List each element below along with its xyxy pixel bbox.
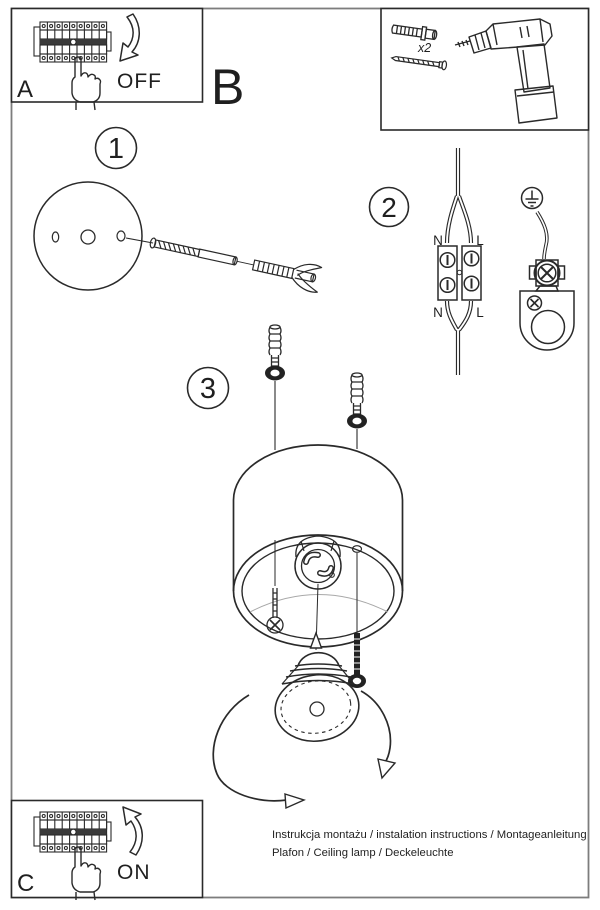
step-3-badge <box>186 366 230 410</box>
ground-terminal-icon <box>528 259 566 292</box>
step-1: 1 <box>33 126 323 293</box>
fixing-screw-right-icon <box>348 553 366 688</box>
alignment-line <box>125 237 154 244</box>
wire-label-l-top: L <box>476 233 484 248</box>
panel-b-tools: x2 <box>380 7 590 131</box>
panel-a-power-off: A OFF <box>10 7 204 111</box>
ground-symbol-icon <box>520 186 544 210</box>
wall-plug-icon <box>391 24 438 41</box>
step-2: 2 N L N L <box>368 148 575 375</box>
step-3-number: 3 <box>200 373 216 405</box>
wire-label-n-top: N <box>433 233 443 248</box>
power-on-label: ON <box>117 861 151 884</box>
wire-label-l-bottom: L <box>476 305 484 320</box>
fixing-screw-left-icon <box>266 540 284 634</box>
footer-line-2: Plafon / Ceiling lamp / Deckeleuchte <box>272 847 453 859</box>
screw-and-plug-icon <box>149 237 323 293</box>
rotate-arrows <box>212 690 397 810</box>
section-b-label: B <box>211 59 244 115</box>
wire-label-n-bottom: N <box>433 305 443 320</box>
curved-arrow-up-icon <box>122 806 143 856</box>
curved-arrow-down-icon <box>119 13 140 62</box>
panel-c-label: C <box>17 870 34 897</box>
screw-guide-lines <box>274 381 358 450</box>
step-3: 3 <box>186 324 404 810</box>
panel-b-box <box>380 7 590 131</box>
step-1-badge <box>94 126 138 170</box>
footer-line-1: Instrukcja montażu / instalation instruc… <box>272 829 587 841</box>
step-1-number: 1 <box>108 133 124 165</box>
arrow-up-icon <box>309 630 323 649</box>
screw-plug-right-icon <box>346 372 368 430</box>
step-2-badge <box>368 186 410 228</box>
gu10-bulb-icon <box>274 651 360 742</box>
ground-connection <box>519 186 575 351</box>
mounting-screw-icon <box>390 55 448 71</box>
mounting-bracket-icon <box>519 290 575 351</box>
quantity-label: x2 <box>417 41 431 55</box>
mains-cable <box>444 148 474 375</box>
ceiling-plate-icon <box>33 181 143 291</box>
page-border <box>10 7 590 899</box>
step-2-number: 2 <box>381 192 397 223</box>
lamp-body-cylinder <box>232 444 404 648</box>
drill-icon <box>454 18 558 124</box>
panel-a-label: A <box>17 76 33 103</box>
rotate-arrow-left <box>212 694 288 802</box>
rotate-arrow-right <box>360 690 392 765</box>
panel-c-power-on: C ON <box>10 799 204 901</box>
terminal-block-icon <box>437 245 482 301</box>
power-off-label: OFF <box>117 70 162 93</box>
screw-plug-left-icon <box>264 324 286 382</box>
footer-caption: Instrukcja montażu / instalation instruc… <box>272 829 587 859</box>
